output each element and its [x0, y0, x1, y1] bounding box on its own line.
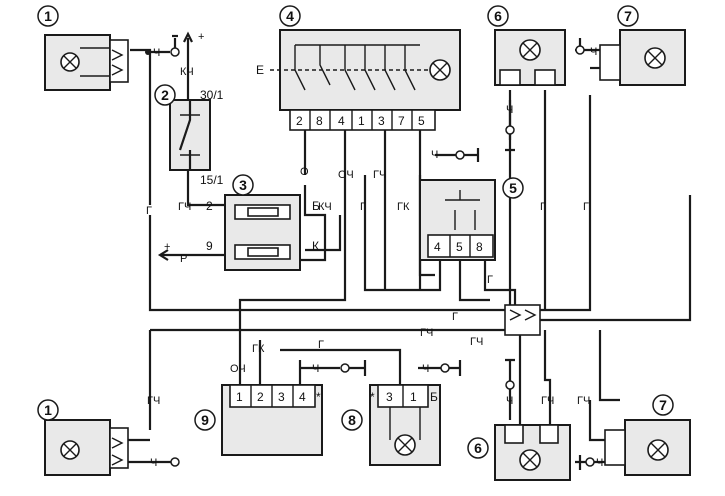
- wire-label-p: Р: [180, 253, 187, 265]
- wire-label-och-4: ОЧ: [338, 169, 354, 181]
- svg-text:5: 5: [509, 180, 517, 196]
- wire-label-ch-9: Ч: [312, 363, 319, 375]
- wire-label-gk-9: ГК: [252, 343, 265, 355]
- svg-text:6: 6: [494, 8, 502, 24]
- relay5-pin-5: 5: [456, 240, 463, 254]
- wire-label-ch-7bottom: Ч: [596, 457, 603, 469]
- wire-label-ch-4: Ч: [431, 149, 438, 161]
- fuse-pin-9: 9: [206, 239, 213, 253]
- component-number-4: 4: [279, 5, 301, 27]
- wire-label-g-4: Г: [360, 201, 366, 213]
- svg-text:1: 1: [44, 402, 52, 418]
- component-number-5: 5: [502, 177, 524, 199]
- wire-label-och-9: ОЧ: [230, 363, 246, 375]
- lamp-8: [369, 384, 441, 466]
- relay-block-4: [270, 29, 461, 131]
- wire-label-gch-6bottom: ГЧ: [541, 395, 554, 407]
- connector-center: [504, 304, 541, 336]
- fuse-wire-k: К: [312, 239, 319, 253]
- component-number-7-top: 7: [617, 5, 639, 27]
- wire-label-g-5: Г: [487, 274, 493, 286]
- relay5-pin-4: 4: [434, 240, 441, 254]
- relay-block-5: [419, 179, 496, 261]
- wire-label-gch-4: ГЧ: [373, 169, 386, 181]
- wire-label-o: О: [300, 166, 309, 178]
- block9-star: *: [316, 390, 321, 404]
- wire-label-g-7top: Г: [583, 201, 589, 213]
- wire-label-ch-6top: Ч: [506, 104, 513, 116]
- svg-text:4: 4: [286, 8, 294, 24]
- relay4-pin-8: 8: [316, 114, 323, 128]
- fuse-block: [224, 194, 301, 271]
- wire-label-gch-switch: ГЧ: [178, 201, 191, 213]
- block8-pin-1: 1: [410, 390, 417, 404]
- wire-label-kch-fuse: КЧ: [318, 201, 332, 213]
- svg-text:6: 6: [474, 440, 482, 456]
- svg-text:7: 7: [624, 8, 632, 24]
- svg-text:1: 1: [44, 8, 52, 24]
- component-number-1-bottom: 1: [37, 399, 59, 421]
- block-9: [221, 384, 323, 456]
- headlamp-left-top: [44, 34, 129, 91]
- relay4-pin-5: 5: [418, 114, 425, 128]
- lamp-7-bottom: [604, 419, 691, 476]
- svg-text:3: 3: [239, 177, 247, 193]
- svg-text:2: 2: [161, 87, 169, 103]
- wire-label-gch-1bottom: ГЧ: [147, 395, 160, 407]
- wire-label-plus-top: +: [198, 31, 204, 43]
- wire-label-g-6top: Г: [540, 201, 546, 213]
- wire-label-ch-6bottom: Ч: [506, 395, 513, 407]
- wire-label-g-9: Г: [318, 339, 324, 351]
- wire-label-ch-1bottom: Ч: [150, 457, 157, 469]
- svg-text:8: 8: [348, 412, 356, 428]
- svg-text:9: 9: [201, 412, 209, 428]
- lamp-7-top: [599, 29, 686, 86]
- lamp-6-top: [494, 29, 566, 86]
- wire-label-g-bus: Г: [452, 311, 458, 323]
- wire-label-ch-7top: Ч: [590, 46, 597, 58]
- component-number-6-bottom: 6: [467, 437, 489, 459]
- wire-label-ch-8: Ч: [422, 363, 429, 375]
- wire-label-plus-fuse: +: [164, 241, 170, 253]
- switch-terminal-30-1: 30/1: [200, 88, 224, 102]
- relay4-pin-2: 2: [296, 114, 303, 128]
- relay5-pin-8: 8: [476, 240, 483, 254]
- wire-label-gch-7bottom: ГЧ: [577, 395, 590, 407]
- relay4-pin-3: 3: [378, 114, 385, 128]
- fuse-pin-2: 2: [206, 199, 213, 213]
- switch-terminal-15-1: 15/1: [200, 173, 224, 187]
- wire-label-ch-1: Ч: [153, 47, 160, 59]
- ignition-switch: [169, 99, 211, 171]
- wire-label-kch-top: КЧ: [180, 66, 194, 78]
- component-number-1-top: 1: [37, 5, 59, 27]
- component-number-3: 3: [232, 174, 254, 196]
- relay4-pin-1: 1: [358, 114, 365, 128]
- block9-pin-2: 2: [257, 390, 264, 404]
- component-number-8: 8: [341, 409, 363, 431]
- svg-text:7: 7: [659, 397, 667, 413]
- block9-pin-3: 3: [278, 390, 285, 404]
- component-number-9: 9: [194, 409, 216, 431]
- headlamp-left-bottom: [44, 419, 129, 476]
- block9-pin-4: 4: [299, 390, 306, 404]
- wire-label-gch-bus: ГЧ: [420, 327, 433, 339]
- block8-star: *: [370, 390, 375, 404]
- wire-label-g-left: Г: [146, 205, 152, 217]
- wires: [130, 48, 692, 430]
- wire-label-gch-conn: ГЧ: [470, 336, 483, 348]
- wire-label-gk-4: ГК: [397, 201, 410, 213]
- fuse-wire-b: Б: [312, 199, 320, 213]
- component-number-6-top: 6: [487, 5, 509, 27]
- block9-pin-1: 1: [236, 390, 243, 404]
- component-number-7-bottom: 7: [652, 394, 674, 416]
- relay4-mark-e: E: [256, 63, 264, 77]
- block8-pin-3: 3: [386, 390, 393, 404]
- relay4-pin-7: 7: [398, 114, 405, 128]
- lamp-6-bottom: [494, 424, 571, 481]
- block8-wire-b: Б: [430, 390, 438, 404]
- relay4-pin-4: 4: [338, 114, 345, 128]
- component-number-2: 2: [154, 84, 176, 106]
